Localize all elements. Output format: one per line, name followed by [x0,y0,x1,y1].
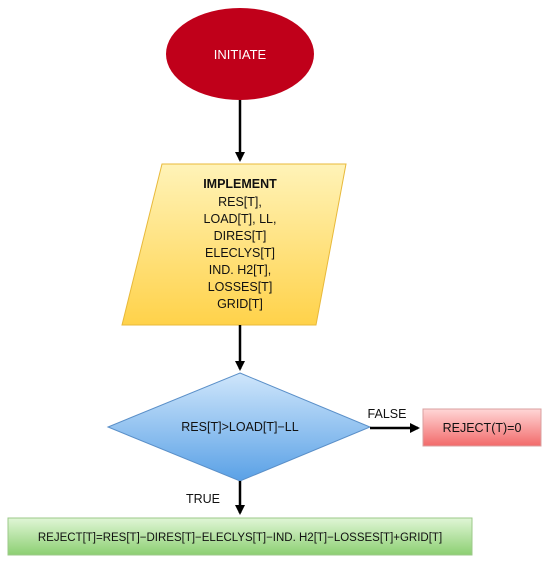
false-result-node: REJECT(T)=0 [422,408,542,447]
input-line-4: ELECLYS[T] [205,246,275,260]
true-edge-label: TRUE [186,492,220,506]
true-result-label: REJECT[T]=RES[T]−DIRES[T]−ELECLYS[T]−IND… [38,532,442,544]
input-line-5: IND. H2[T], [209,263,272,277]
true-result-node: REJECT[T]=RES[T]−DIRES[T]−ELECLYS[T]−IND… [7,517,473,556]
input-line-6: LOSSES[T] [208,280,273,294]
false-edge-label: FALSE [368,407,407,421]
input-line-1: RES[T], [218,195,262,209]
input-line-3: DIRES[T] [214,229,267,243]
start-node: INITIATE [166,8,314,100]
input-parallelogram [121,163,347,326]
input-line-2: LOAD[T], LL, [204,212,277,226]
start-label: INITIATE [214,47,267,62]
input-node: IMPLEMENT RES[T], LOAD[T], LL, DIRES[T] … [121,163,347,326]
input-title: IMPLEMENT [203,177,277,191]
decision-node: RES[T]>LOAD[T]−LL [106,372,372,482]
start-ellipse [166,8,314,100]
decision-label: RES[T]>LOAD[T]−LL [181,420,298,434]
false-result-label: REJECT(T)=0 [443,421,522,435]
false-result-box [422,408,542,447]
true-result-box [7,517,473,556]
input-line-7: GRID[T] [217,297,263,311]
